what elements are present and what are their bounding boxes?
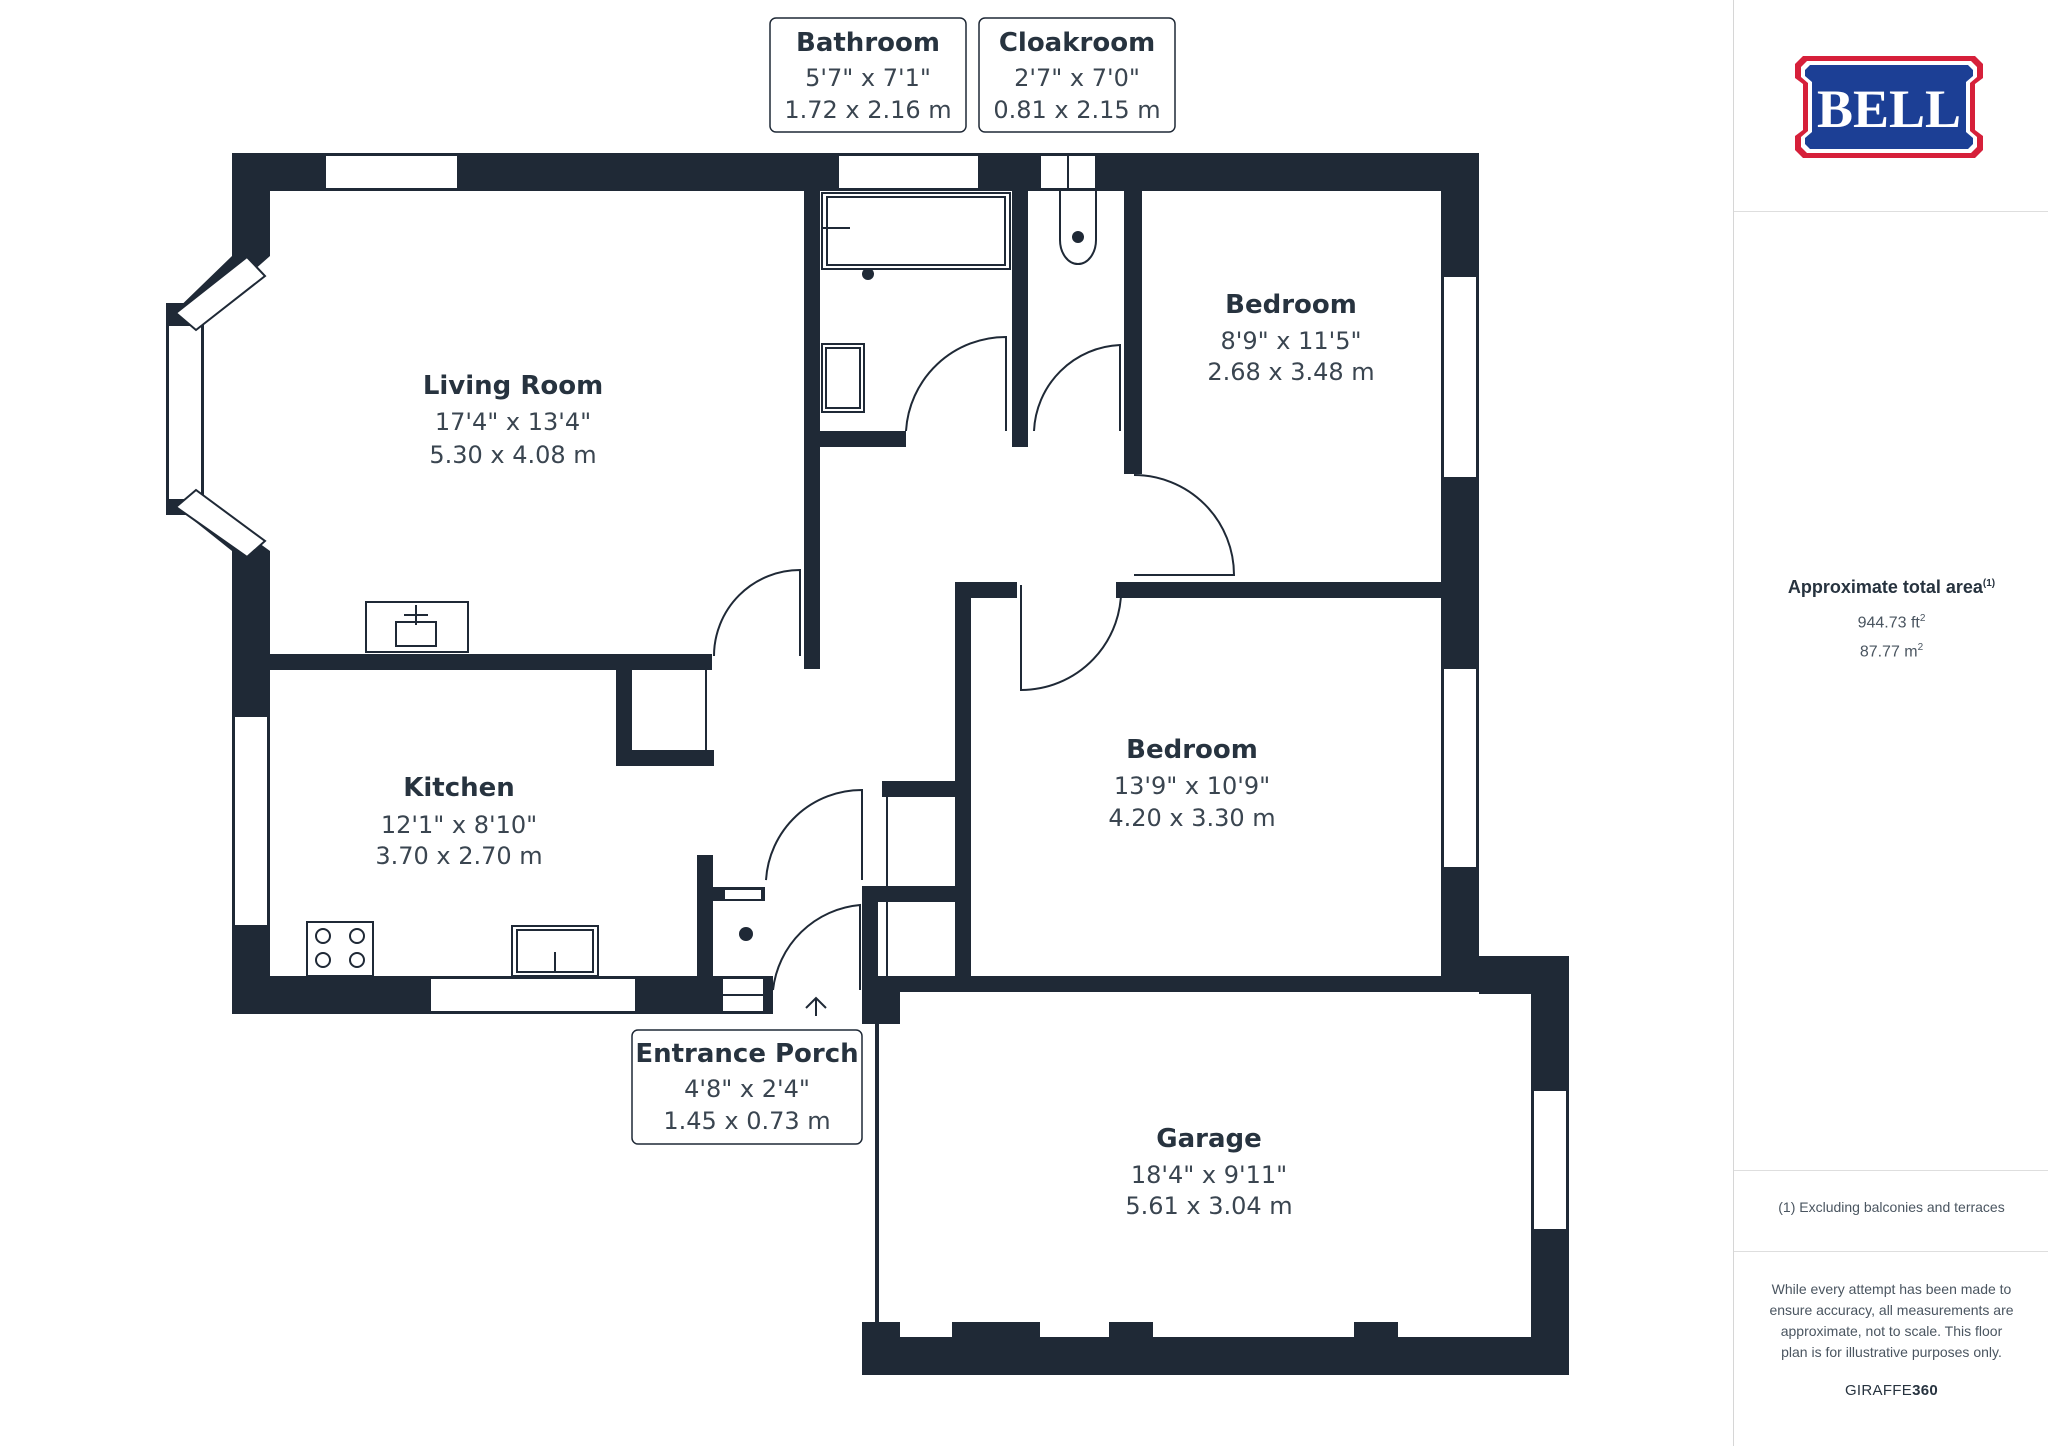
- porch-metric: 1.45 x 0.73 m: [663, 1107, 830, 1135]
- sidebar: BELL Approximate total area(1) 944.73 ft…: [1733, 0, 2048, 1446]
- logo-text: BELL: [1817, 79, 1961, 139]
- living-room-metric: 5.30 x 4.08 m: [429, 441, 596, 469]
- bedroom2-imperial: 13'9" x 10'9": [1114, 772, 1270, 800]
- bedroom1-imperial: 8'9" x 11'5": [1220, 327, 1361, 355]
- garage-metric: 5.61 x 3.04 m: [1125, 1192, 1292, 1220]
- area-sqft: 944.73 ft2: [1857, 613, 1926, 632]
- floor-plan: Living Room 17'4" x 13'4" 5.30 x 4.08 m …: [166, 17, 1569, 1375]
- windows: [167, 154, 1568, 1325]
- cloakroom-imperial: 2'7" x 7'0": [1014, 64, 1140, 92]
- bathroom-metric: 1.72 x 2.16 m: [784, 96, 951, 124]
- kitchen-metric: 3.70 x 2.70 m: [375, 842, 542, 870]
- disclaimer: While every attempt has been made to ens…: [1769, 1281, 2014, 1360]
- bathroom-name: Bathroom: [796, 28, 940, 58]
- bedroom2-metric: 4.20 x 3.30 m: [1108, 804, 1275, 832]
- porch-imperial: 4'8" x 2'4": [684, 1075, 810, 1103]
- kitchen-imperial: 12'1" x 8'10": [381, 811, 537, 839]
- bell-logo: BELL: [1795, 56, 1983, 158]
- cloakroom-label-box: [978, 17, 1176, 133]
- brand: GIRAFFE360: [1844, 1382, 1939, 1399]
- area-title: Approximate total area(1): [1787, 577, 1996, 597]
- bathroom-imperial: 5'7" x 7'1": [805, 64, 931, 92]
- bathroom-label-box: [769, 17, 967, 133]
- cloakroom-metric: 0.81 x 2.15 m: [993, 96, 1160, 124]
- garage-imperial: 18'4" x 9'11": [1131, 1161, 1287, 1189]
- fixtures: [306, 191, 1097, 1016]
- bedroom2-name: Bedroom: [1126, 735, 1258, 765]
- porch-label-box: [631, 1029, 863, 1145]
- living-room-imperial: 17'4" x 13'4": [435, 408, 591, 436]
- room-labels: Living Room 17'4" x 13'4" 5.30 x 4.08 m …: [375, 28, 1374, 1220]
- living-room-name: Living Room: [423, 371, 603, 401]
- kitchen-name: Kitchen: [403, 773, 515, 803]
- doors: [705, 335, 1236, 991]
- footnote: (1) Excluding balconies and terraces: [1778, 1199, 2005, 1215]
- garage-name: Garage: [1156, 1124, 1262, 1154]
- porch-name: Entrance Porch: [635, 1039, 858, 1069]
- area-sqm: 87.77 m2: [1859, 642, 1924, 661]
- bedroom1-metric: 2.68 x 3.48 m: [1207, 358, 1374, 386]
- bedroom1-name: Bedroom: [1225, 290, 1357, 320]
- cloakroom-name: Cloakroom: [999, 28, 1155, 58]
